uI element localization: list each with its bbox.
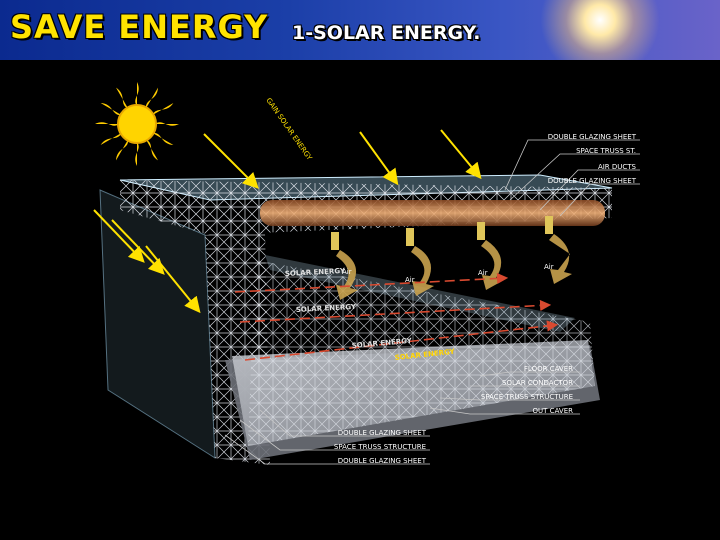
page-subtitle: 1-SOLAR ENERGY. [292, 22, 481, 44]
air-duct [260, 200, 605, 226]
air-label-1: Air [342, 268, 352, 276]
solar-building-diagram: Air Air Air Air SOLAR ENERGY SOLAR ENERG… [93, 82, 640, 465]
callout-space-truss-bottom: SPACE TRUSS STRUCTURE [334, 443, 426, 451]
flow-label-1: SOLAR ENERGY [285, 267, 346, 278]
callout-floor-caver: FLOOR CAVER [524, 365, 573, 373]
page-title: SAVE ENERGY [10, 8, 269, 46]
sun-ray-arrows [93, 129, 482, 314]
callout-space-truss-top: SPACE TRUSS ST. [576, 147, 636, 155]
callout-double-glazing-bottom: DOUBLE GLAZING SHEET [338, 429, 427, 437]
callout-solar-condactor: SOLAR CONDACTOR [502, 379, 573, 387]
callout-lines-left [224, 409, 430, 465]
air-label-3: Air [478, 269, 488, 277]
gain-solar-energy-label: GAIN SOLAR ENERGY [264, 97, 313, 163]
callout-double-glazing-top-2: DOUBLE GLAZING SHEET [548, 177, 637, 185]
sun-icon [95, 82, 179, 166]
callout-lines-top [504, 139, 640, 217]
sun-glare [540, 0, 660, 60]
callout-lines-bottom [429, 371, 580, 415]
header-banner: SAVE ENERGY 1-SOLAR ENERGY. [0, 0, 720, 60]
air-vents [331, 216, 553, 250]
floor-truss [248, 260, 595, 446]
callout-air-ducts: AIR DUCTS [598, 163, 637, 171]
air-label-4: Air [544, 263, 554, 271]
air-label-2: Air [405, 276, 415, 284]
callout-double-glazing-bottom-2: DOUBLE GLAZING SHEET [338, 457, 427, 465]
flow-label-2: SOLAR ENERGY [296, 303, 357, 314]
interior-flow-lines [234, 272, 559, 361]
callout-space-truss-structure: SPACE TRUSS STRUCTURE [481, 393, 573, 401]
callout-out-caver: OUT CAVER [533, 407, 574, 415]
air-flow-arrows [336, 234, 572, 300]
callout-double-glazing-top: DOUBLE GLAZING SHEET [548, 133, 637, 141]
